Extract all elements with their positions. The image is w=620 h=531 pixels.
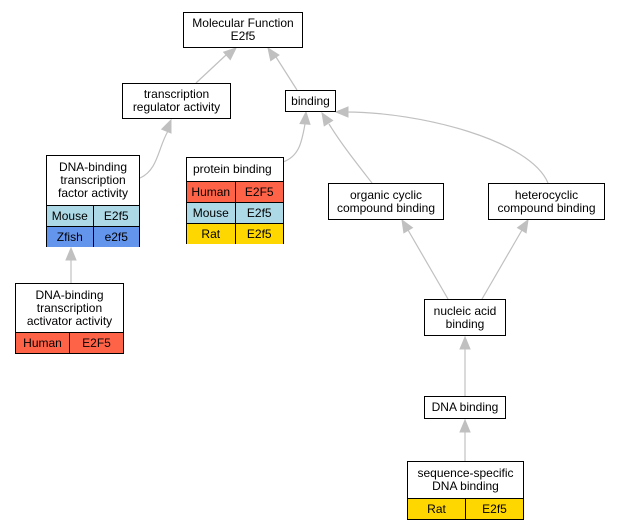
annotation-row: Human E2F5 xyxy=(16,332,123,353)
species-cell: Mouse xyxy=(47,206,93,226)
species-cell: Rat xyxy=(408,499,465,519)
node-label: nucleic acid binding xyxy=(433,303,497,331)
edge-tra-to-root xyxy=(195,47,237,84)
annotation-row: Rat E2f5 xyxy=(408,498,523,519)
gene-cell: E2F5 xyxy=(234,182,283,202)
arrowhead xyxy=(65,246,77,261)
gene-cell: E2f5 xyxy=(234,224,283,244)
annotation-row: Zfish e2f5 xyxy=(47,226,139,247)
edge-pb-to-binding xyxy=(282,110,311,163)
node-label: protein binding xyxy=(193,162,272,176)
edge-nab-to-ocb xyxy=(401,218,449,300)
annotation-row: Rat E2f5 xyxy=(187,223,283,244)
edge-dna-to-nab xyxy=(459,335,471,396)
node-label: Molecular Function E2f5 xyxy=(192,16,294,43)
gene-cell: E2F5 xyxy=(69,333,123,353)
node-dna-binding-transcription-factor-activity[interactable]: DNA-binding transcription factor activit… xyxy=(46,155,140,247)
node-label: heterocyclic compound binding xyxy=(497,187,596,215)
species-cell: Human xyxy=(187,182,235,202)
node-label: DNA-binding transcription activator acti… xyxy=(26,287,113,328)
node-protein-binding[interactable]: protein binding Human E2F5 Mouse E2f5 Ra… xyxy=(186,157,284,244)
arrowhead xyxy=(459,335,471,350)
node-label: DNA-binding transcription factor activit… xyxy=(57,160,129,200)
node-label: binding xyxy=(291,93,330,108)
node-binding[interactable]: binding xyxy=(285,90,336,112)
arrowhead xyxy=(516,218,529,234)
node-label: organic cyclic compound binding xyxy=(336,187,436,215)
node-label: DNA binding xyxy=(431,400,499,414)
annotation-row: Mouse E2f5 xyxy=(187,202,283,223)
edge-dbtfa-to-tra xyxy=(139,118,172,179)
arrowhead xyxy=(222,47,237,61)
species-cell: Human xyxy=(16,333,69,353)
species-cell: Zfish xyxy=(47,227,93,247)
node-label: sequence-specific DNA binding xyxy=(417,466,514,493)
node-sequence-specific-dna-binding[interactable]: sequence-specific DNA binding Rat E2f5 xyxy=(407,461,524,520)
species-cell: Mouse xyxy=(187,203,235,223)
node-heterocyclic-compound-binding[interactable]: heterocyclic compound binding xyxy=(488,183,605,220)
gene-cell: E2f5 xyxy=(92,206,139,226)
arrowhead xyxy=(267,46,280,62)
node-molecular-function[interactable]: Molecular Function E2f5 xyxy=(183,12,303,48)
arrowhead xyxy=(334,106,349,118)
gene-cell: e2f5 xyxy=(92,227,139,247)
edge-nab-to-hcb xyxy=(481,218,529,300)
edge-hcb-to-binding xyxy=(334,106,549,184)
annotation-row: Mouse E2f5 xyxy=(47,205,139,226)
arrowhead xyxy=(160,118,172,134)
annotation-row: Human E2F5 xyxy=(187,181,283,202)
edge-ssdb-to-dna xyxy=(459,418,471,461)
node-dna-binding[interactable]: DNA binding xyxy=(424,396,506,419)
arrowhead xyxy=(401,218,414,234)
species-cell: Rat xyxy=(187,224,235,244)
edge-dbtaa-to-dbtfa xyxy=(65,246,77,283)
arrowhead xyxy=(321,111,334,127)
node-transcription-regulator-activity[interactable]: transcription regulator activity xyxy=(122,83,231,119)
node-label: transcription regulator activity xyxy=(132,87,221,114)
node-nucleic-acid-binding[interactable]: nucleic acid binding xyxy=(424,299,506,336)
edge-ocb-to-binding xyxy=(321,111,373,184)
gene-cell: E2f5 xyxy=(465,499,523,519)
node-organic-cyclic-compound-binding[interactable]: organic cyclic compound binding xyxy=(328,183,444,220)
edge-binding-to-root xyxy=(267,46,298,91)
arrowhead xyxy=(459,418,471,433)
gene-cell: E2f5 xyxy=(234,203,283,223)
node-dna-binding-transcription-activator-activity[interactable]: DNA-binding transcription activator acti… xyxy=(15,283,124,354)
arrowhead xyxy=(299,110,311,125)
